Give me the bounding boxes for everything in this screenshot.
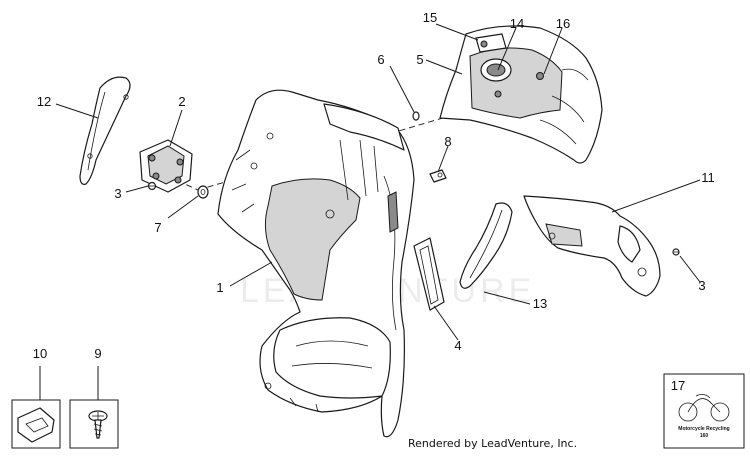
motorcycle-recycling-icon [678, 394, 730, 422]
callout-5: 5 [416, 52, 423, 67]
callout-17: 17 [671, 378, 685, 393]
part-2-bracket[interactable] [139, 139, 193, 193]
callout-3-left: 3 [114, 186, 121, 201]
part-6-washer[interactable] [412, 111, 420, 121]
part-9-screw-box[interactable] [69, 366, 119, 449]
part-11-side-panel[interactable] [523, 195, 661, 297]
part-3-screw-left[interactable] [147, 181, 157, 191]
part-7-washer[interactable] [197, 185, 209, 199]
part-5-upper-cover[interactable] [439, 25, 603, 164]
render-credit: Rendered by LeadVenture, Inc. [408, 437, 578, 450]
callout-13: 13 [533, 296, 547, 311]
callout-1: 1 [216, 280, 223, 295]
part-15-cap[interactable] [475, 33, 507, 53]
part-3-screw-right[interactable] [672, 248, 680, 256]
part-16-plug[interactable] [494, 72, 544, 98]
callout-12: 12 [37, 94, 51, 109]
part-17-recycling-box: 17 Motorcycle Recycling 160 [663, 373, 745, 449]
callout-14: 14 [510, 16, 524, 31]
callout-2: 2 [178, 94, 185, 109]
part-1-inner-body[interactable] [217, 89, 415, 438]
callout-8: 8 [444, 134, 451, 149]
callout-15: 15 [423, 10, 437, 25]
recycling-number: 160 [700, 433, 709, 439]
callout-16: 16 [556, 16, 570, 31]
callout-9: 9 [94, 346, 101, 361]
part-4-cover-plate[interactable] [413, 237, 445, 311]
leader-lines [55, 23, 701, 341]
callout-4: 4 [454, 338, 461, 353]
callout-6: 6 [377, 52, 384, 67]
part-12-trim-strip[interactable] [79, 76, 131, 185]
callout-10: 10 [33, 346, 47, 361]
part-10-clip-box[interactable] [11, 366, 61, 449]
callout-7: 7 [154, 220, 161, 235]
part-13-curved-trim[interactable] [459, 202, 513, 289]
part-14-filler-ring[interactable] [480, 58, 512, 82]
callout-11: 11 [701, 170, 715, 185]
recycling-label: Motorcycle Recycling [678, 426, 729, 432]
callout-3-right: 3 [698, 278, 705, 293]
